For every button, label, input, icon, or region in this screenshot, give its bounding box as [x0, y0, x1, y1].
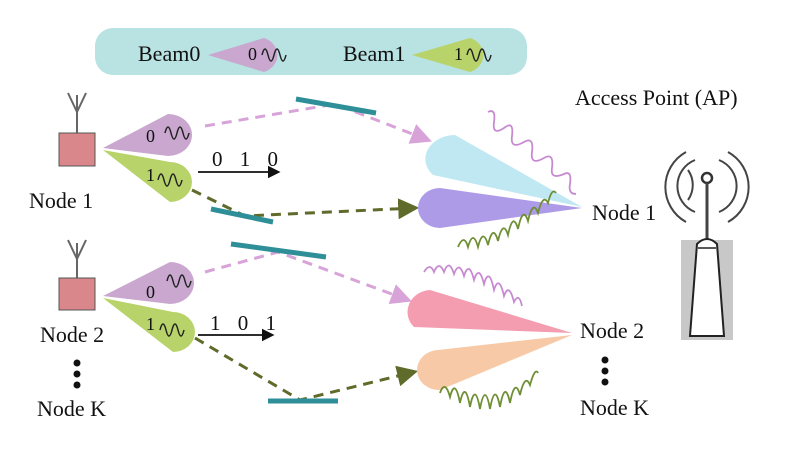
nodek-right-label: Node K	[580, 395, 649, 420]
legend-beam0-label: Beam0	[138, 41, 200, 66]
node1-beam0-path	[204, 102, 432, 144]
node2-beam0-tag: 0	[146, 282, 155, 302]
antenna-icon	[67, 239, 87, 278]
node2-beam0: 0	[103, 262, 194, 304]
node2-right-label: Node 2	[580, 318, 644, 343]
access-point-icon	[664, 151, 750, 340]
node1-beam1-tag: 1	[146, 165, 155, 185]
node2-beam0-path	[204, 250, 412, 305]
node2-box	[58, 277, 96, 311]
reflector-2	[210, 206, 274, 225]
node1-beam0: 0	[103, 114, 192, 156]
reflector-1	[295, 96, 377, 116]
node2-beam1: 1	[103, 298, 195, 352]
node2-beam1-path	[194, 336, 419, 402]
legend-box: Beam0 0 Beam1 1	[95, 28, 527, 75]
ap-label: Access Point (AP)	[575, 85, 738, 110]
node1-right-label: Node 1	[592, 200, 656, 225]
nodek-left-label: Node K	[37, 396, 106, 421]
ellipsis-left	[73, 359, 81, 389]
node1-beam1: 1	[103, 150, 192, 202]
legend-beam1-tag: 1	[454, 44, 463, 64]
reflector-3	[230, 241, 327, 260]
ap-node1-beam0	[425, 110, 582, 207]
legend-beam1-icon: 1	[412, 38, 492, 72]
node1-left-label: Node 1	[29, 188, 93, 213]
node1-box	[58, 132, 96, 167]
legend-beam1-label: Beam1	[343, 41, 405, 66]
antenna-icon	[67, 92, 87, 133]
node1-device	[58, 92, 96, 167]
node1-bits: 0 1 0	[212, 147, 284, 171]
node2-device	[58, 239, 96, 311]
node2-bits: 1 0 1	[210, 311, 282, 335]
legend-beam0-tag: 0	[248, 44, 257, 64]
ap-node2-beam1	[416, 335, 572, 410]
legend-beam0-icon: 0	[208, 38, 287, 72]
node1-beam0-tag: 0	[146, 126, 155, 146]
node2-beam1-tag: 1	[146, 314, 155, 334]
ap-node2-beam0	[407, 264, 572, 333]
ap-node1-beam1	[418, 188, 582, 251]
ellipsis-right	[601, 356, 609, 386]
node2-left-label: Node 2	[40, 322, 104, 347]
